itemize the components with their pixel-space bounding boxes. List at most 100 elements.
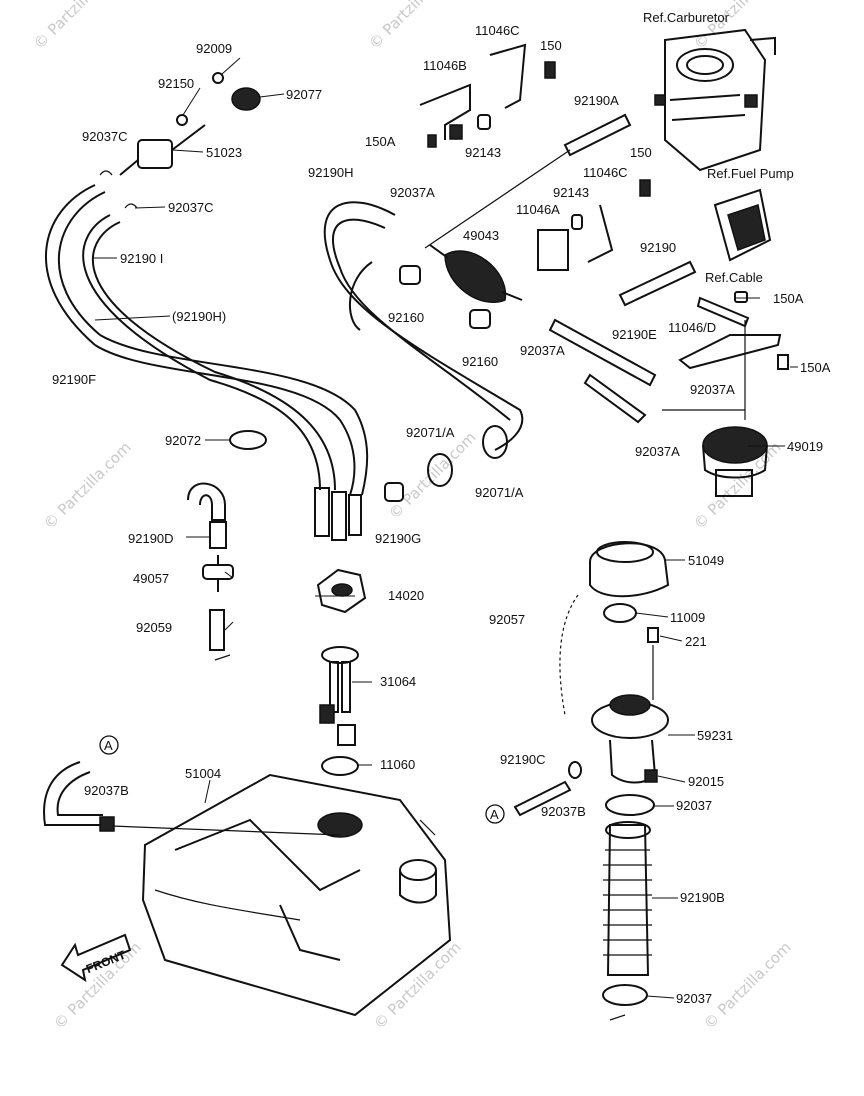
ref-label-fuel-pump: Ref.Fuel Pump xyxy=(707,166,794,181)
fuel-pump-drawing xyxy=(713,188,772,262)
clamp-92072-drawing xyxy=(229,430,267,450)
clamps-92071a-drawing xyxy=(384,425,508,502)
bellows-92190b-drawing xyxy=(603,821,652,976)
part-label-92037: 92037 xyxy=(676,798,712,813)
filler-neck-drawing xyxy=(591,694,669,784)
connection-marker-a-top: A xyxy=(99,735,119,755)
part-label-150a: 150A xyxy=(773,291,804,306)
hose-92190h-drawing xyxy=(323,201,524,451)
part-label-92190g: 92190G xyxy=(375,531,421,546)
part-label-51049: 51049 xyxy=(688,553,724,568)
part-label-11046c: 11046C xyxy=(583,165,628,180)
part-label-92160: 92160 xyxy=(462,354,498,369)
watermark: © Partzilla.com xyxy=(370,938,465,1033)
part-label-92037b: 92037B xyxy=(541,804,586,819)
part-label-92190i: 92190 I xyxy=(120,251,163,266)
part-label-92037a: 92037A xyxy=(390,185,435,200)
part-label-11046a: 11046A xyxy=(516,202,560,217)
tube-92190c-drawing xyxy=(513,761,582,817)
part-label-150: 150 xyxy=(630,145,652,160)
part-label-11046d: 11046/D xyxy=(668,320,716,335)
part-label-150: 150 xyxy=(540,38,562,53)
part-label-92037b: 92037B xyxy=(84,783,129,798)
brackets-drawing xyxy=(419,43,651,271)
cable-bracket-drawing xyxy=(662,291,789,420)
part-label-92150: 92150 xyxy=(158,76,194,91)
fuel-tap-drawing xyxy=(99,72,261,209)
watermark: © Partzilla.com xyxy=(30,0,125,53)
screw-221-drawing xyxy=(647,627,659,700)
watermark: © Partzilla.com xyxy=(50,938,145,1033)
part-label-92009: 92009 xyxy=(196,41,232,56)
left-hoses-drawing xyxy=(45,184,369,541)
watermark: © Partzilla.com xyxy=(40,438,135,533)
part-label-92015: 92015 xyxy=(688,774,724,789)
part-label-92059: 92059 xyxy=(136,620,172,635)
breather-hose-drawing xyxy=(43,761,115,832)
part-label-92037c: 92037C xyxy=(82,129,128,144)
part-label-31064: 31064 xyxy=(380,674,416,689)
fuel-tank-drawing xyxy=(111,773,452,1017)
part-label-49043: 49043 xyxy=(463,228,499,243)
part-label-51023: 51023 xyxy=(206,145,242,160)
part-labels: 92009 92150 92077 92037C 51023 92037C 92… xyxy=(52,10,831,1006)
part-label-49057: 49057 xyxy=(133,571,169,586)
part-label-92071a: 92071/A xyxy=(475,485,524,500)
part-label-92037a: 92037A xyxy=(690,382,735,397)
gasket-11060-drawing xyxy=(321,756,359,776)
part-label-59231: 59231 xyxy=(697,728,733,743)
part-label-150a: 150A xyxy=(365,134,396,149)
filler-cap-drawing xyxy=(589,541,670,623)
part-label-92190c: 92190C xyxy=(500,752,546,767)
fuel-gauge-drawing xyxy=(702,426,768,497)
part-label-92077: 92077 xyxy=(286,87,322,102)
part-label-92190: 92190 xyxy=(640,240,676,255)
breather-parts-drawing xyxy=(187,482,234,661)
clamp-92037-upper-drawing xyxy=(605,794,655,816)
part-label-92190h: 92190H xyxy=(308,165,354,180)
fuel-filter-drawing xyxy=(399,244,523,329)
part-drawings xyxy=(43,28,789,1021)
watermark: © Partzilla.com xyxy=(365,0,460,53)
part-label-92071a: 92071/A xyxy=(406,425,455,440)
part-label-51004: 51004 xyxy=(185,766,221,781)
part-label-49019: 49019 xyxy=(787,439,823,454)
connection-marker-a-bottom: A xyxy=(485,804,505,824)
part-label-92190d: 92190D xyxy=(128,531,174,546)
part-label-11009: 11009 xyxy=(670,610,705,625)
part-label-92190a: 92190A xyxy=(574,93,619,108)
tubes-drawing xyxy=(424,113,697,424)
part-label-92143: 92143 xyxy=(553,185,589,200)
part-label-92143: 92143 xyxy=(465,145,501,160)
part-label-92190h-paren: (92190H) xyxy=(172,309,226,324)
part-label-92037c: 92037C xyxy=(168,200,214,215)
watermark: © Partzilla.com xyxy=(690,0,785,53)
part-label-92037a: 92037A xyxy=(520,343,565,358)
nut-14020-drawing xyxy=(316,568,367,614)
part-label-92160: 92160 xyxy=(388,310,424,325)
part-label-11046b: 11046B xyxy=(423,58,467,73)
carburetor-drawing xyxy=(654,28,776,172)
ref-label-cable: Ref.Cable xyxy=(705,270,763,285)
part-label-92072: 92072 xyxy=(165,433,201,448)
part-label-150a: 150A xyxy=(800,360,831,375)
chain-92057-drawing xyxy=(559,594,579,716)
watermark: © Partzilla.com xyxy=(385,428,480,523)
part-label-92037a: 92037A xyxy=(635,444,680,459)
marker-a-label: A xyxy=(490,807,499,822)
marker-a-label: A xyxy=(104,738,113,753)
part-label-11060: 11060 xyxy=(380,757,415,772)
front-arrow-drawing xyxy=(60,933,132,983)
part-label-14020: 14020 xyxy=(388,588,424,603)
part-label-11046c: 11046C xyxy=(475,23,520,38)
sender-31064-drawing xyxy=(319,646,359,746)
part-label-92037: 92037 xyxy=(676,991,712,1006)
part-label-92057: 92057 xyxy=(489,612,525,627)
clamp-92037-lower-drawing xyxy=(602,984,648,1006)
part-label-92190f: 92190F xyxy=(52,372,96,387)
part-label-221: 221 xyxy=(685,634,707,649)
watermark: © Partzilla.com xyxy=(700,938,795,1033)
leader-lines xyxy=(92,57,798,999)
part-label-92190b: 92190B xyxy=(680,890,725,905)
